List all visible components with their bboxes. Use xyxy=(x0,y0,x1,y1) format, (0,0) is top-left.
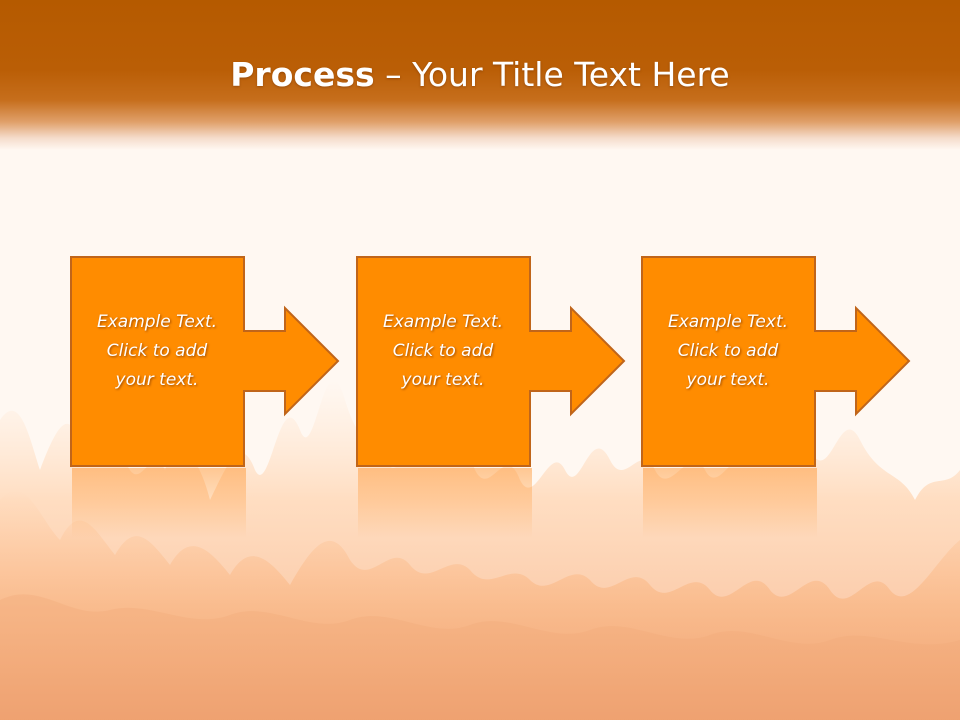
step-3-line-2: Click to add xyxy=(677,341,779,361)
step-3-arrow-shape xyxy=(641,256,911,467)
step-3-line-1: Example Text. xyxy=(667,312,789,332)
step-3-reflection xyxy=(643,468,817,538)
step-3-text[interactable]: Example Text. Click to add your text. xyxy=(641,308,815,395)
slide-title[interactable]: Process – Your Title Text Here xyxy=(0,53,960,97)
step-1-text[interactable]: Example Text. Click to add your text. xyxy=(70,308,244,395)
step-1-reflection xyxy=(72,468,246,538)
title-regular-text: – Your Title Text Here xyxy=(374,55,730,94)
step-2-text[interactable]: Example Text. Click to add your text. xyxy=(356,308,530,395)
step-2-reflection xyxy=(358,468,532,538)
step-2-line-2: Click to add xyxy=(392,341,494,361)
step-1-line-1: Example Text. xyxy=(96,312,218,332)
step-2-line-1: Example Text. xyxy=(382,312,504,332)
step-3-line-3: your text. xyxy=(686,370,770,390)
step-1-arrow-shape xyxy=(70,256,340,467)
step-1-line-3: your text. xyxy=(115,370,199,390)
process-step-3[interactable]: Example Text. Click to add your text. xyxy=(641,256,911,468)
step-2-arrow-shape xyxy=(356,256,626,467)
title-bold-text: Process xyxy=(230,55,375,94)
process-step-2[interactable]: Example Text. Click to add your text. xyxy=(356,256,626,468)
step-2-line-3: your text. xyxy=(401,370,485,390)
step-1-line-2: Click to add xyxy=(106,341,208,361)
title-bar xyxy=(0,0,960,150)
process-step-1[interactable]: Example Text. Click to add your text. xyxy=(70,256,340,468)
